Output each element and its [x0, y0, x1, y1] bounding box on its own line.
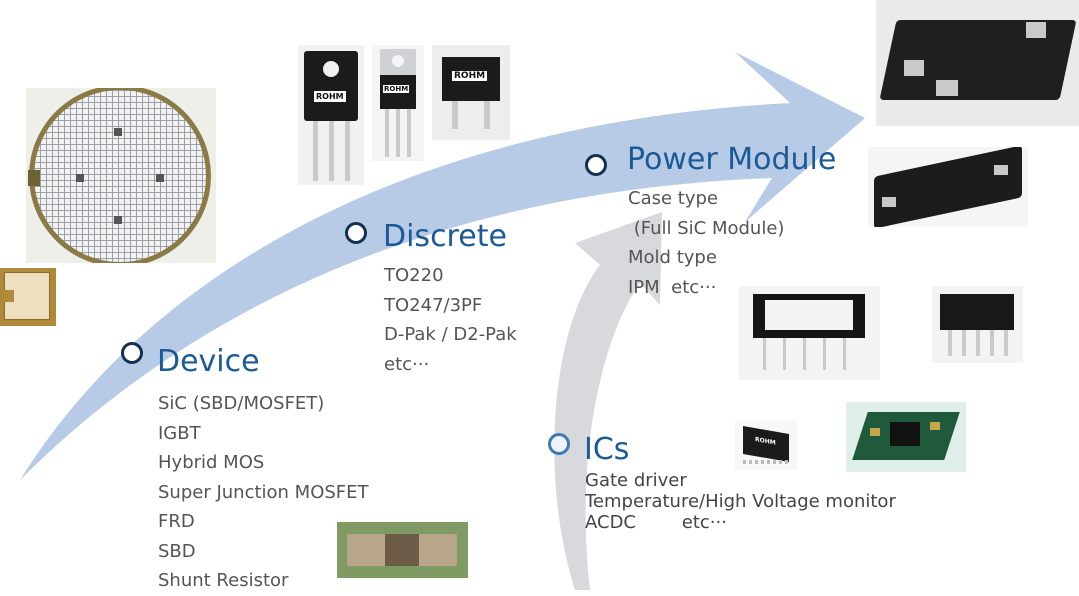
list-item: Temperature/High Voltage monitor — [585, 491, 896, 512]
ic-chip-image: ROHM — [735, 420, 797, 470]
list-item: TO247/3PF — [384, 294, 483, 316]
wafer-surface — [34, 90, 206, 262]
module-body — [874, 147, 1022, 227]
module-window — [765, 300, 853, 330]
terminal — [936, 80, 958, 96]
to220-package-image: ROHM — [372, 45, 424, 161]
lead-pin — [962, 330, 966, 356]
case-type-module-image — [868, 147, 1028, 227]
dpak-package-image: ROHM — [432, 45, 510, 140]
ic-body: ROHM — [743, 425, 789, 463]
terminal — [994, 165, 1008, 175]
list-item: Gate driver — [585, 470, 687, 491]
list-item: TO220 — [384, 265, 444, 286]
lead-pin — [990, 330, 994, 356]
chip-die-image — [0, 268, 56, 326]
list-item: Super Junction MOSFET — [158, 481, 369, 503]
shunt-resistor-image — [337, 522, 468, 578]
list-item: D-Pak / D2-Pak — [384, 324, 517, 345]
lead-pin — [484, 101, 490, 129]
list-item: IGBT — [158, 422, 201, 444]
lead-pin — [783, 338, 786, 370]
lead-pin — [843, 338, 846, 370]
list-item: Case type — [628, 188, 718, 209]
device-bullet-icon — [121, 342, 143, 364]
terminal — [1026, 22, 1046, 38]
list-item: Shunt Resistor — [158, 570, 289, 591]
lead-pin — [385, 109, 389, 157]
lead-pin — [823, 338, 826, 370]
wafer-notch — [28, 170, 40, 186]
package-tab — [380, 49, 416, 77]
power-module-bullet-icon — [585, 154, 607, 176]
wafer-mark — [114, 128, 122, 136]
board-part — [930, 422, 940, 430]
board-part — [870, 428, 880, 436]
discrete-list: TO220 TO247/3PF D-Pak / D2-Pak etc··· — [384, 261, 517, 379]
discrete-heading: Discrete — [383, 219, 507, 254]
device-list: SiC (SBD/MOSFET) IGBT Hybrid MOS Super J… — [158, 389, 369, 596]
ics-to-module-arrow — [554, 212, 662, 590]
lead-pin — [803, 338, 806, 370]
wafer-mark — [114, 216, 122, 224]
ic-board-image — [846, 402, 966, 472]
ics-list: Gate driver Temperature/High Voltage mon… — [585, 470, 896, 533]
lead-pin — [452, 101, 458, 129]
chip-die-gate — [0, 290, 14, 302]
module-body — [940, 294, 1014, 330]
list-item: etc··· — [384, 353, 430, 375]
lead-pin — [976, 330, 980, 356]
device-to-module-arrow — [20, 52, 865, 480]
mounting-hole — [392, 55, 404, 67]
list-item: FRD — [158, 511, 195, 532]
to247-package-image: ROHM — [298, 45, 364, 185]
list-item: SBD — [158, 540, 196, 562]
wafer-mark — [76, 174, 84, 182]
list-item: ACDC etc··· — [585, 512, 727, 533]
brand-label: ROHM — [383, 85, 410, 93]
ics-heading: ICs — [584, 432, 630, 467]
lead-pin — [396, 109, 400, 157]
terminal — [904, 60, 924, 76]
lead-pin — [329, 121, 334, 181]
wafer-image — [26, 88, 216, 263]
lead-pin — [407, 109, 411, 157]
lead-pin — [948, 330, 952, 356]
list-item: SiC (SBD/MOSFET) — [158, 393, 325, 414]
list-item: (Full SiC Module) — [628, 217, 785, 239]
brand-label: ROHM — [755, 436, 776, 447]
package-body: ROHM — [304, 51, 358, 121]
lead-pin — [313, 121, 318, 181]
lead-pin — [345, 121, 350, 181]
lead-pin — [1004, 330, 1008, 356]
package-body: ROHM — [380, 75, 416, 109]
list-item: Hybrid MOS — [158, 452, 265, 473]
wafer-mark — [156, 174, 164, 182]
package-body: ROHM — [442, 57, 500, 101]
device-heading: Device — [157, 344, 260, 379]
mold-type-module-image — [739, 286, 880, 380]
mounting-hole — [323, 61, 339, 77]
brand-label: ROHM — [452, 71, 488, 81]
power-module-image — [876, 0, 1079, 126]
board-chip — [890, 422, 920, 446]
ipm-module-image — [932, 286, 1023, 363]
list-item: Mold type — [628, 247, 717, 268]
resistor-body — [347, 534, 457, 566]
power-module-heading: Power Module — [627, 142, 837, 177]
power-module-list: Case type (Full SiC Module) Mold type IP… — [628, 184, 784, 302]
lead-pin — [763, 338, 766, 370]
brand-label: ROHM — [314, 91, 346, 102]
resistor-center — [385, 534, 419, 566]
terminal — [882, 197, 896, 207]
ic-leads — [743, 460, 789, 464]
list-item: IPM etc··· — [628, 276, 717, 298]
ics-bullet-icon — [548, 433, 570, 455]
discrete-bullet-icon — [345, 222, 367, 244]
